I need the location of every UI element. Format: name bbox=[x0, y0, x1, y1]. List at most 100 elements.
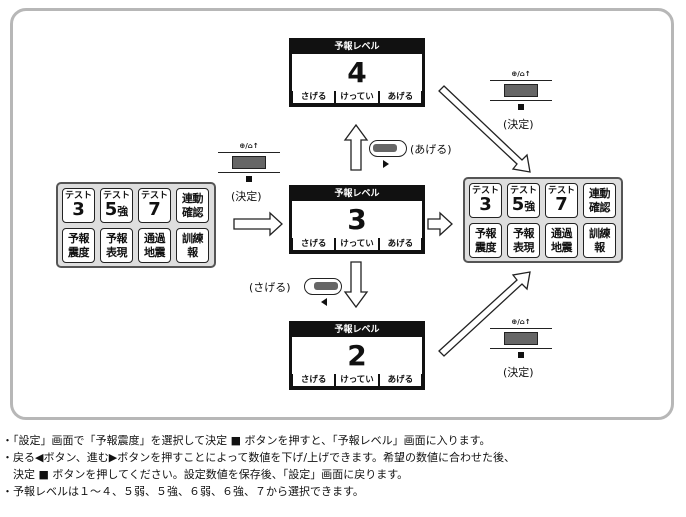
forward-triangle-icon bbox=[383, 160, 389, 168]
arrow-middle-to-settings bbox=[427, 211, 453, 237]
key-drill-report-line2: 報 bbox=[594, 241, 605, 254]
key-link-check[interactable]: 連動確認 bbox=[176, 188, 209, 223]
key-forecast-expression-line1: 予報 bbox=[106, 232, 128, 245]
key-link-check-line2: 確認 bbox=[589, 201, 611, 214]
confirm-soft-button[interactable]: けってい bbox=[336, 238, 378, 250]
settings-keypad-left: テスト 3 テスト 5強 テスト 7 連動確認 予報震度 予報表現 通過地震 訓… bbox=[56, 182, 216, 268]
key-test-3[interactable]: テスト 3 bbox=[62, 188, 95, 223]
key-test-7-value: 7 bbox=[555, 194, 568, 215]
key-drill-report[interactable]: 訓練報 bbox=[583, 223, 616, 258]
down-soft-button[interactable]: さげる bbox=[293, 91, 335, 103]
key-passing-quake-line1: 通過 bbox=[144, 232, 166, 245]
key-link-check-line1: 連動 bbox=[182, 192, 204, 205]
key-link-check-line1: 連動 bbox=[589, 187, 611, 200]
key-test-7[interactable]: テスト 7 bbox=[545, 183, 578, 218]
level-value: 3 bbox=[347, 203, 367, 236]
instruction-line: ・戻る◀ボタン、進む▶ボタンを押すことによって数値を下げ/上げできます。希望の数… bbox=[2, 451, 515, 464]
forward-button[interactable] bbox=[369, 140, 407, 157]
key-forecast-expression-line2: 表現 bbox=[106, 246, 128, 259]
confirm-key-icon bbox=[232, 156, 266, 169]
confirm-label-left: (決定) bbox=[231, 190, 262, 203]
confirm-square-icon bbox=[518, 104, 524, 110]
home-icon: ⊕/⌂↑ bbox=[511, 70, 531, 78]
key-test-3-value: 3 bbox=[72, 199, 85, 220]
key-drill-report-line1: 訓練 bbox=[182, 232, 204, 245]
key-forecast-intensity[interactable]: 予報震度 bbox=[62, 228, 95, 263]
back-button[interactable] bbox=[304, 278, 342, 295]
key-drill-report-line1: 訓練 bbox=[589, 227, 611, 240]
key-test-5-suffix: 強 bbox=[117, 205, 129, 218]
key-test-3-value: 3 bbox=[479, 194, 492, 215]
key-test-3-label: テスト bbox=[471, 186, 499, 196]
confirm-soft-button[interactable]: けってい bbox=[336, 91, 378, 103]
key-test-5-value: 5 bbox=[104, 199, 118, 220]
key-test-5-suffix: 強 bbox=[524, 200, 536, 213]
confirm-soft-button[interactable]: けってい bbox=[336, 374, 378, 386]
key-test-3[interactable]: テスト 3 bbox=[469, 183, 502, 218]
key-test-5-label: テスト bbox=[102, 191, 130, 201]
key-forecast-intensity[interactable]: 予報震度 bbox=[469, 223, 502, 258]
confirm-button-bottom-right[interactable]: ⊕/⌂↑ bbox=[490, 318, 552, 360]
arrow-down bbox=[343, 261, 369, 309]
key-forecast-intensity-line2: 震度 bbox=[475, 241, 497, 254]
confirm-button-left[interactable]: ⊕/⌂↑ bbox=[218, 142, 280, 184]
instructions: ・「設定」画面で「予報震度」を選択して決定 ■ ボタンを押すと、「予報レベル」画… bbox=[2, 432, 682, 500]
up-soft-button[interactable]: あげる bbox=[379, 91, 421, 103]
arrow-bottom-to-settings bbox=[438, 271, 531, 357]
confirm-label-bottom-right: (決定) bbox=[503, 366, 534, 379]
key-forecast-expression-line2: 表現 bbox=[513, 241, 535, 254]
key-forecast-intensity-line1: 予報 bbox=[68, 232, 90, 245]
key-forecast-intensity-line2: 震度 bbox=[68, 246, 90, 259]
key-test-3-label: テスト bbox=[64, 191, 92, 201]
up-soft-button[interactable]: あげる bbox=[379, 374, 421, 386]
key-drill-report-line2: 報 bbox=[187, 246, 198, 259]
level-value: 2 bbox=[347, 339, 367, 372]
key-passing-quake-line2: 地震 bbox=[144, 246, 166, 259]
level-screen-middle: 予報レベル 3 さげる けってい あげる bbox=[289, 185, 425, 254]
confirm-square-icon bbox=[518, 352, 524, 358]
key-test-7[interactable]: テスト 7 bbox=[138, 188, 171, 223]
instruction-line: 決定 ■ ボタンを押してください。設定数値を保存後、「設定」画面に戻ります。 bbox=[2, 468, 409, 481]
level-screen-title: 予報レベル bbox=[292, 324, 422, 337]
settings-keypad-right: テスト 3 テスト 5強 テスト 7 連動確認 予報震度 予報表現 通過地震 訓… bbox=[463, 177, 623, 263]
key-link-check[interactable]: 連動確認 bbox=[583, 183, 616, 218]
key-passing-quake[interactable]: 通過地震 bbox=[138, 228, 171, 263]
level-screen-title: 予報レベル bbox=[292, 188, 422, 201]
down-soft-button[interactable]: さげる bbox=[293, 374, 335, 386]
key-passing-quake-line2: 地震 bbox=[551, 241, 573, 254]
up-label: (あげる) bbox=[410, 143, 452, 156]
arrow-to-level-screen bbox=[233, 211, 283, 237]
level-screen-bottom: 予報レベル 2 さげる けってい あげる bbox=[289, 321, 425, 390]
confirm-square-icon bbox=[246, 176, 252, 182]
key-forecast-expression-line1: 予報 bbox=[513, 227, 535, 240]
key-test-7-value: 7 bbox=[148, 199, 161, 220]
arrow-up bbox=[343, 123, 369, 171]
key-test-5-value: 5 bbox=[511, 194, 525, 215]
back-triangle-icon bbox=[321, 298, 327, 306]
level-screen-title: 予報レベル bbox=[292, 41, 422, 54]
down-label: (さげる) bbox=[249, 281, 291, 294]
confirm-key-icon bbox=[504, 332, 538, 345]
key-passing-quake-line1: 通過 bbox=[551, 227, 573, 240]
level-value: 4 bbox=[347, 56, 367, 89]
home-icon: ⊕/⌂↑ bbox=[511, 318, 531, 326]
key-drill-report[interactable]: 訓練報 bbox=[176, 228, 209, 263]
key-test-5-strong[interactable]: テスト 5強 bbox=[100, 188, 133, 223]
key-test-5-strong[interactable]: テスト 5強 bbox=[507, 183, 540, 218]
key-test-5-label: テスト bbox=[509, 186, 537, 196]
key-forecast-expression[interactable]: 予報表現 bbox=[507, 223, 540, 258]
down-soft-button[interactable]: さげる bbox=[293, 238, 335, 250]
key-test-7-label: テスト bbox=[140, 191, 168, 201]
confirm-key-icon bbox=[504, 84, 538, 97]
up-soft-button[interactable]: あげる bbox=[379, 238, 421, 250]
home-icon: ⊕/⌂↑ bbox=[239, 142, 259, 150]
key-test-7-label: テスト bbox=[547, 186, 575, 196]
key-forecast-intensity-line1: 予報 bbox=[475, 227, 497, 240]
instruction-line: ・「設定」画面で「予報震度」を選択して決定 ■ ボタンを押すと、「予報レベル」画… bbox=[2, 434, 491, 447]
key-passing-quake[interactable]: 通過地震 bbox=[545, 223, 578, 258]
confirm-button-top-right[interactable]: ⊕/⌂↑ bbox=[490, 70, 552, 112]
instruction-line: ・予報レベルは１～４、５弱、５強、６弱、６強、７から選択できます。 bbox=[2, 485, 364, 498]
key-forecast-expression[interactable]: 予報表現 bbox=[100, 228, 133, 263]
key-link-check-line2: 確認 bbox=[182, 206, 204, 219]
